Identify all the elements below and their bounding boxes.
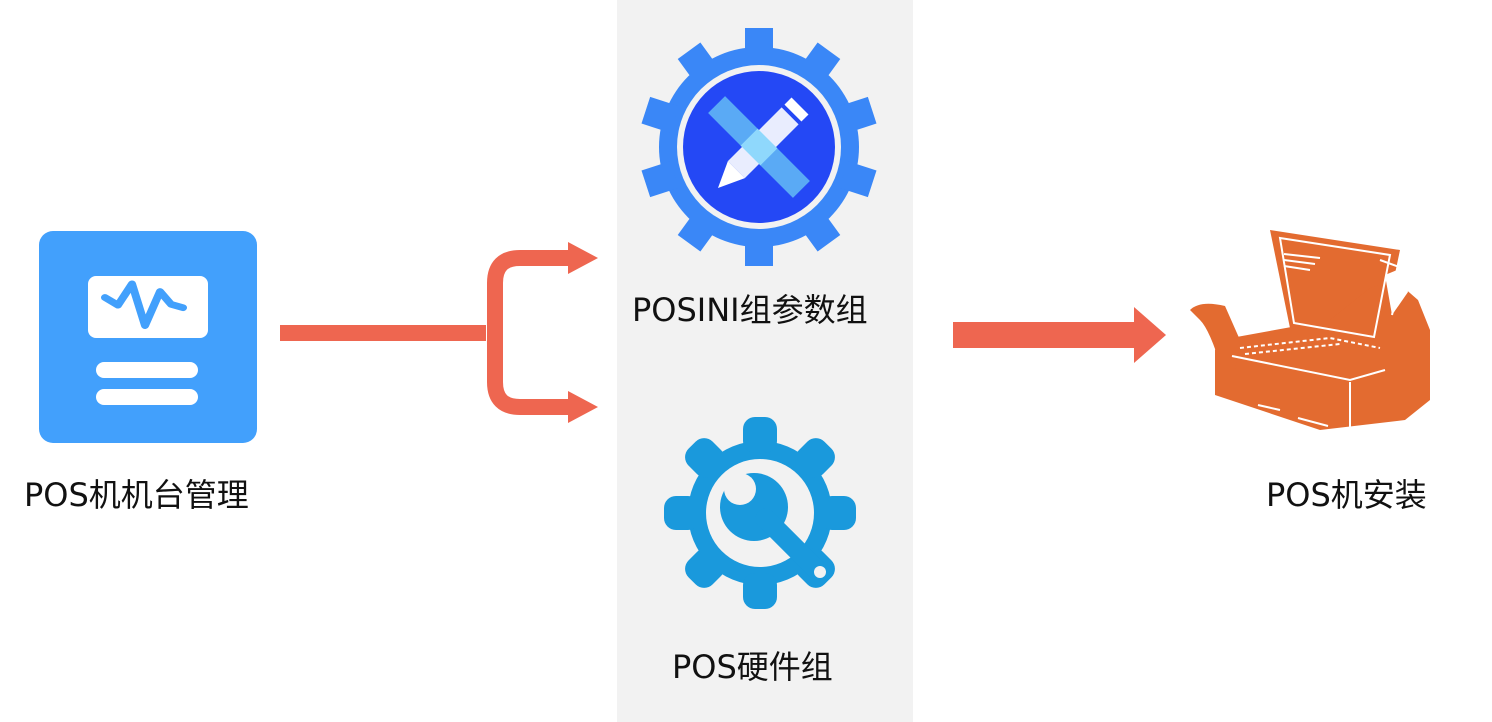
arrowhead-bottom bbox=[568, 391, 598, 423]
arrowhead-top bbox=[568, 242, 598, 274]
gear-wrench-icon bbox=[664, 417, 856, 609]
gear-pencil-icon bbox=[641, 28, 877, 266]
pos-terminal-icon bbox=[1190, 230, 1430, 430]
node-label-hardware-group: POS硬件组 bbox=[672, 648, 833, 686]
node-label-param-group: POSINI组参数组 bbox=[632, 291, 868, 329]
node-label-management: POS机机台管理 bbox=[24, 476, 249, 514]
straight-arrow bbox=[953, 307, 1166, 363]
monitor-document-icon bbox=[39, 231, 257, 443]
branch-connector bbox=[487, 250, 574, 415]
connector-line bbox=[280, 325, 486, 341]
node-label-install: POS机安装 bbox=[1266, 476, 1427, 514]
branch-arrow bbox=[280, 242, 598, 423]
